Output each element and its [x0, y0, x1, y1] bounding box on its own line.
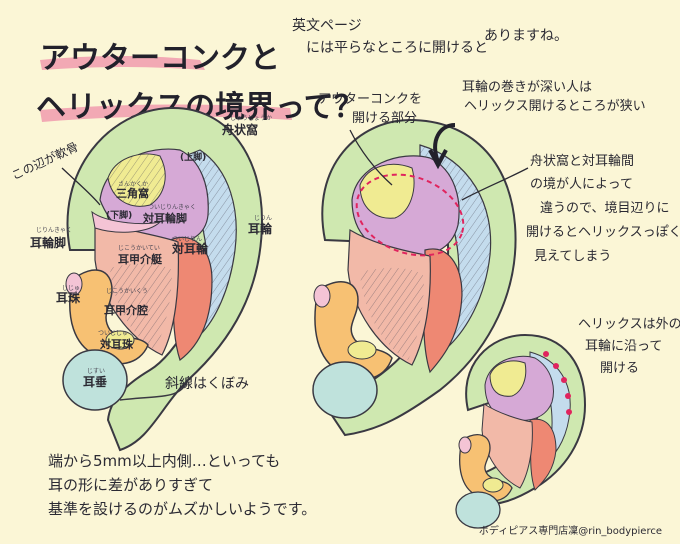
ear3-concha: [481, 403, 533, 489]
label-jirinkyaku-ruby: じりんきゃく: [36, 227, 72, 234]
helix-piercing-dot: [566, 409, 572, 415]
curl-arrow-head: [428, 149, 448, 170]
helix-piercing-dot: [553, 363, 559, 369]
ear3-lobe: [455, 491, 501, 529]
ear3-fossa: [489, 360, 527, 397]
note-bottom: 端から5mm以上内側…といっても 耳の形に差がありすぎて 基準を設けるのがムズか…: [48, 452, 316, 518]
label-lower-crus: (下脚): [106, 209, 132, 221]
note-boundary: 舟状窩と対耳輪間 の境が人によって 違うので、境目辺りに 開けるとヘリックスっぽ…: [461, 153, 680, 264]
ear-helix-example: [455, 333, 587, 529]
note-bottom-line-1: 端から5mm以上内側…といっても: [48, 452, 280, 470]
ear3-tragus-bump: [458, 436, 472, 454]
note-boundary-line-5: 見えてしまう: [534, 249, 611, 264]
ear2-tragus-bump: [313, 284, 331, 308]
note-bottom-line-2: 耳の形に差がありすぎて: [48, 476, 213, 494]
credit-text: ボディピアス専門店凜@rin_bodypierce: [479, 524, 662, 537]
ear2-antitragus: [347, 340, 377, 360]
ear2-concha-hatch: [360, 267, 424, 360]
label-shujo: 舟状窩: [222, 122, 258, 137]
note-bottom-line-3: 基準を設けるのがムズかしいようです。: [48, 500, 316, 518]
helix-piercing-dot: [561, 377, 567, 383]
note-root-arrow: [61, 167, 101, 206]
scapha-hatch: [175, 150, 237, 335]
ear-labeled: しゅうじょうか 舟状窩 (上脚) さんかくか 三角窩 ついじりんきゃく 対耳輪脚…: [30, 106, 273, 452]
label-jirinkyaku: 耳輪脚: [30, 235, 66, 250]
note-outer-conch-arrow: [349, 129, 393, 186]
label-jirin-ruby: じりん: [254, 215, 272, 222]
label-taijiju: 対耳珠: [99, 337, 134, 351]
note-boundary-line-2: の境が人によって: [530, 177, 633, 192]
lobe-region: [62, 349, 128, 411]
title-block: アウターコンクと ヘリックスの境界って？: [36, 41, 364, 125]
label-sankaku-ruby: さんかくか: [118, 181, 148, 188]
antitragus-region: [105, 330, 135, 350]
note-top-right-line-2: には平らなところに開けると: [306, 40, 488, 56]
fossa-hatch: [108, 154, 166, 207]
note-top-right: 英文ページ には平らなところに開けると ありますね。: [292, 17, 568, 56]
title-line-1: アウターコンクと: [40, 41, 280, 76]
label-koukai-lower: 耳甲介腔: [104, 303, 148, 317]
helix-piercing-dot: [543, 351, 549, 357]
title-highlight-1: [40, 56, 205, 70]
note-outer-conch-line-1: アウターコンクを: [318, 92, 422, 107]
crus-region: [91, 210, 162, 233]
label-koukai-upper-ruby: じこうかいてい: [118, 245, 160, 252]
label-upper-crus: (上脚): [180, 151, 206, 163]
note-outer-conch: アウターコンクを 開ける部分: [318, 92, 422, 186]
helix-piercing-dot: [565, 393, 571, 399]
note-helix: ヘリックスは外の 耳輪に沿って 開ける: [578, 317, 680, 376]
note-helix-line-2: 耳輪に沿って: [585, 338, 662, 354]
curl-arrow: [433, 123, 456, 163]
jaw-line: [119, 379, 189, 401]
note-top-right-line-3: ありますね。: [484, 28, 568, 44]
ear3-antihelix: [529, 418, 557, 491]
note-helix-line-1: ヘリックスは外の: [578, 317, 680, 332]
label-koukai-lower-ruby: じこうかいくう: [106, 288, 148, 295]
label-jiju-ruby: じじゅ: [62, 285, 80, 292]
note-hatch: 斜線はくぼみ: [165, 376, 249, 392]
label-taijirin: 対耳輪: [171, 241, 209, 256]
note-boundary-arrow: [461, 167, 529, 201]
label-taijirinkyaku-ruby: ついじりんきゃく: [148, 204, 196, 211]
note-deep-roll: 耳輪の巻きが深い人は ヘリックス開けるところが狭い: [462, 79, 646, 114]
note-boundary-line-3: 違うので、境目辺りに: [540, 201, 669, 216]
label-taijiju-ruby: ついじじゅ: [98, 330, 128, 337]
note-deep-roll-line-2: ヘリックス開けるところが狭い: [464, 99, 646, 114]
label-jiju: 耳珠: [56, 290, 81, 305]
label-koukai-upper: 耳甲介艇: [118, 252, 163, 266]
note-helix-line-3: 開ける: [600, 361, 639, 376]
label-jirin: 耳輪: [248, 221, 273, 236]
label-taijirinkyaku: 対耳輪脚: [142, 211, 187, 225]
note-outer-conch-line-2: 開ける部分: [352, 111, 417, 126]
tragus-bump: [65, 272, 83, 296]
label-jisui-ruby: じすい: [87, 368, 105, 375]
outer-conch-zone: [355, 173, 465, 257]
note-top-right-line-1: 英文ページ: [292, 17, 362, 34]
note-boundary-line-1: 舟状窩と対耳輪間: [530, 153, 634, 169]
label-jisui: 耳垂: [83, 374, 107, 389]
note-boundary-line-4: 開けるとヘリックスっぽく: [526, 225, 680, 240]
label-shujo-ruby: しゅうじょうか: [230, 115, 272, 122]
ear2-lobe: [312, 361, 378, 419]
label-taijirin-ruby: ついじりん: [172, 236, 202, 243]
note-deep-roll-line-1: 耳輪の巻きが深い人は: [462, 79, 592, 95]
ear3-antitragus: [482, 477, 504, 493]
label-sankaku: 三角窩: [116, 186, 149, 200]
concha-hatch: [110, 263, 172, 350]
ear2-fossa: [359, 163, 415, 219]
